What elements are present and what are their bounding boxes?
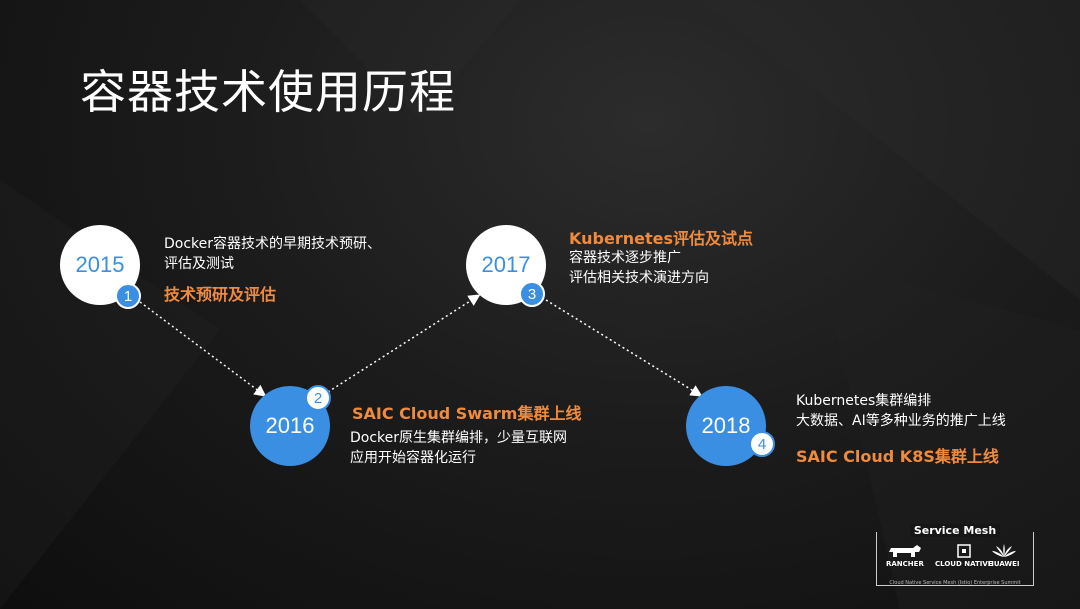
- milestone-year: 2015: [75, 252, 125, 277]
- milestone-description-2018: Kubernetes集群编排 大数据、AI等多种业务的推广上线: [796, 391, 1006, 431]
- milestone-badge-2: 2: [305, 385, 331, 411]
- description-line: 大数据、AI等多种业务的推广上线: [796, 413, 1006, 429]
- cncf-logo: CLOUD NATIVE: [935, 544, 993, 568]
- milestone-badge-4: 4: [749, 431, 775, 457]
- milestone-stage-2015: 技术预研及评估: [164, 285, 277, 304]
- milestone-stage-2018: SAIC Cloud K8S集群上线: [796, 447, 999, 466]
- service-mesh-logo-title: Service Mesh: [876, 524, 1034, 537]
- milestone-badge-3: 3: [519, 281, 545, 307]
- milestone-description-2015: Docker容器技术的早期技术预研、 评估及测试: [164, 234, 381, 274]
- milestone-stage-2016: SAIC Cloud Swarm集群上线: [352, 404, 582, 423]
- milestone-badge-1: 1: [115, 283, 141, 309]
- milestone-stage-2017: Kubernetes评估及试点: [569, 229, 753, 248]
- milestone-number: 2: [313, 389, 323, 407]
- rancher-logo-icon: [888, 545, 921, 557]
- service-mesh-logo-subtitle: Cloud Native Service Mesh (Istio) Enterp…: [889, 580, 1021, 586]
- milestone-number: 3: [527, 285, 537, 303]
- milestone-year: 2018: [701, 413, 751, 438]
- milestone-description-2016: Docker原生集群编排，少量互联网 应用开始容器化运行: [350, 428, 567, 468]
- connector-1-2: [139, 301, 267, 397]
- cncf-logo-text: CLOUD NATIVE: [935, 560, 993, 568]
- milestone-circle-2016: 2016: [250, 386, 330, 466]
- cncf-logo-icon: [957, 544, 971, 558]
- milestone-number: 1: [123, 287, 133, 305]
- milestone-description-2017: 容器技术逐步推广 评估相关技术演进方向: [569, 248, 709, 288]
- milestone-circle-2018: 2018: [686, 386, 766, 466]
- description-line: 应用开始容器化运行: [350, 450, 476, 466]
- milestone-year: 2017: [481, 252, 531, 277]
- huawei-logo: HUAWEI: [988, 544, 1020, 568]
- milestone-number: 4: [757, 435, 767, 453]
- description-line: 容器技术逐步推广: [569, 250, 681, 266]
- milestone-year: 2016: [265, 413, 315, 438]
- huawei-logo-text: HUAWEI: [988, 560, 1020, 568]
- description-line: 评估相关技术演进方向: [569, 270, 709, 286]
- description-line: 评估及测试: [164, 256, 234, 272]
- description-line: Docker原生集群编排，少量互联网: [350, 430, 568, 446]
- huawei-logo-icon: [991, 544, 1016, 557]
- service-mesh-logo-frame: [876, 532, 1034, 586]
- page-title: 容器技术使用历程: [80, 65, 456, 119]
- rancher-logo-text: RANCHER: [886, 560, 924, 568]
- connector-3-4: [545, 299, 703, 397]
- description-line: Kubernetes集群编排: [796, 393, 932, 409]
- description-line: Docker容器技术的早期技术预研、: [164, 236, 382, 252]
- rancher-logo: RANCHER: [886, 544, 924, 568]
- connector-2-3: [327, 294, 481, 393]
